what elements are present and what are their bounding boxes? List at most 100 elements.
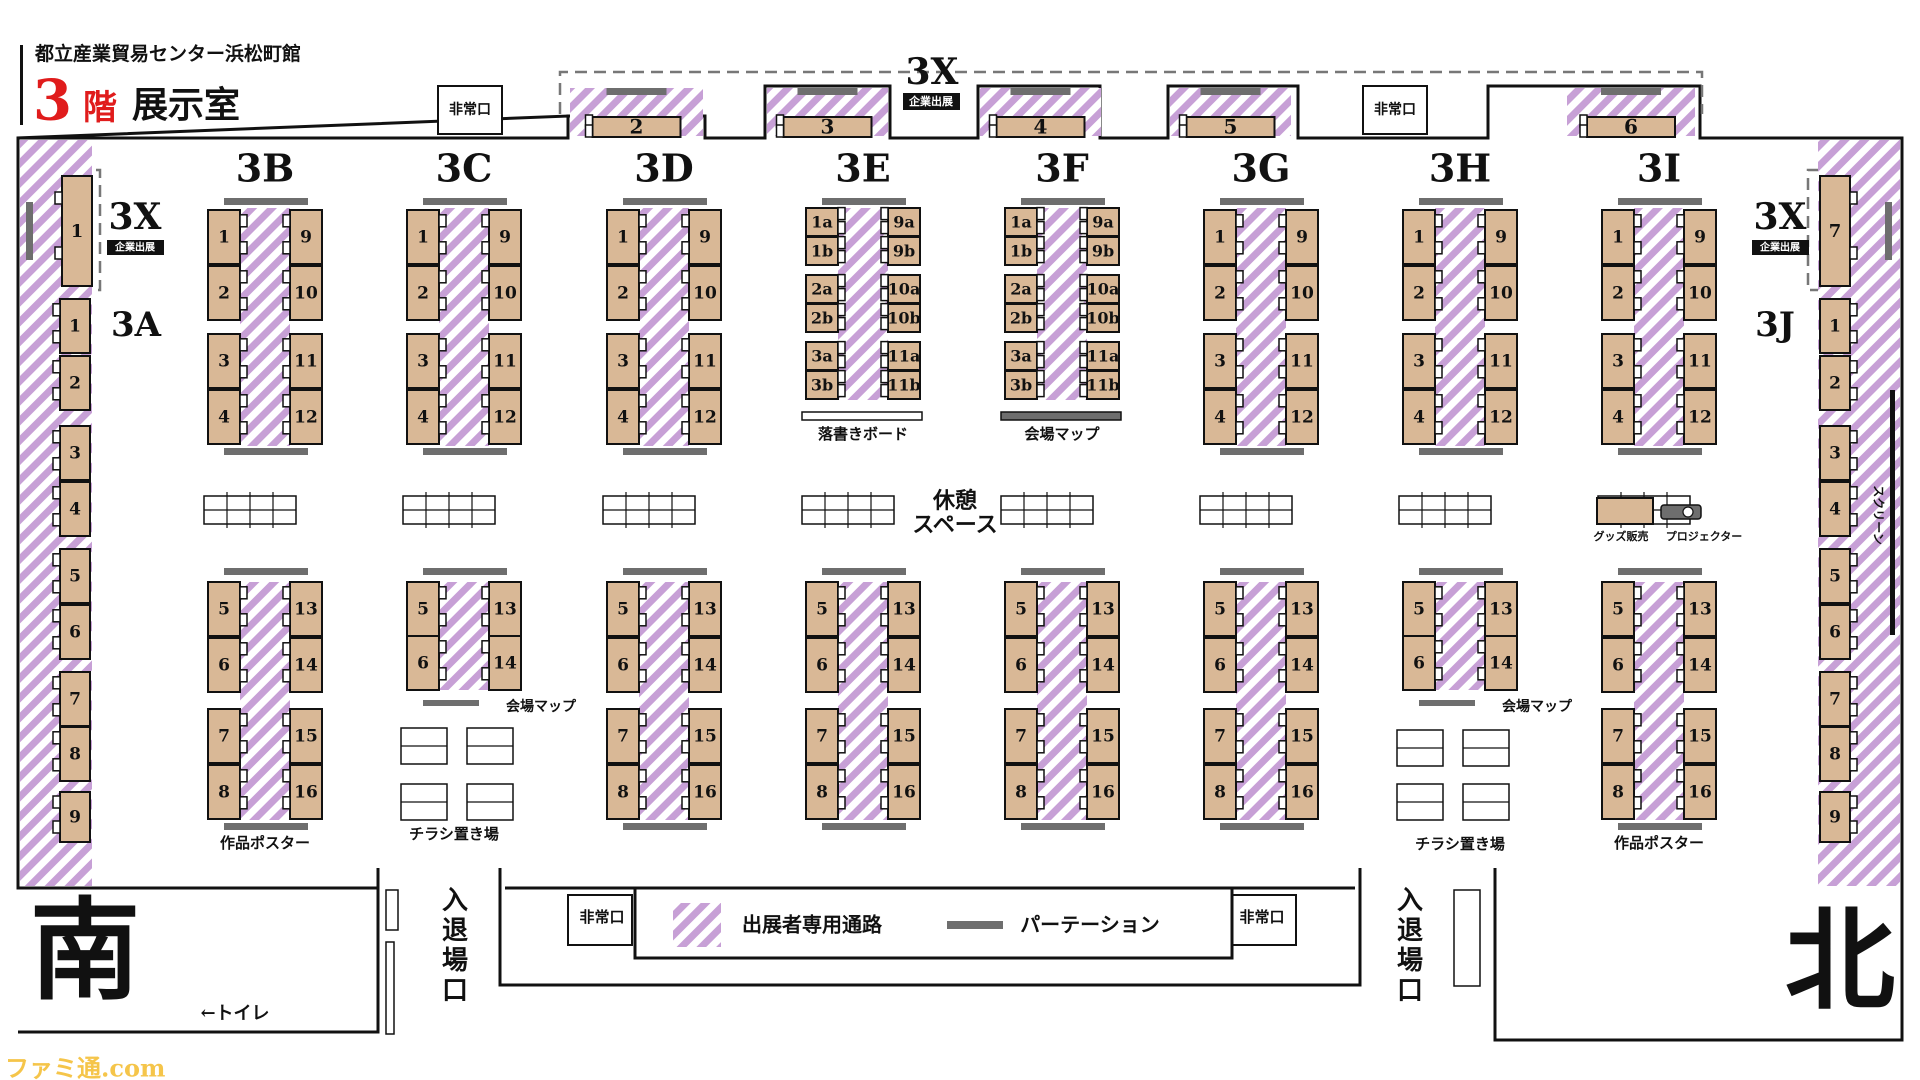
booth-10b[interactable]: 10b [887, 303, 921, 333]
booth-11[interactable]: 11 [1484, 333, 1518, 389]
booth-9b[interactable]: 9b [1086, 236, 1120, 266]
booth-6[interactable]: 6 [1203, 637, 1237, 693]
booth-1[interactable]: 1 [1601, 209, 1635, 265]
booth-5[interactable]: 5 [406, 581, 440, 637]
booth-4[interactable]: 4 [1203, 389, 1237, 445]
booth-12[interactable]: 12 [488, 389, 522, 445]
booth-1a[interactable]: 1a [1004, 207, 1038, 237]
booth-4[interactable]: 4 [59, 481, 91, 537]
booth-5[interactable]: 5 [1203, 581, 1237, 637]
booth-6[interactable]: 6 [1586, 115, 1676, 139]
booth-1[interactable]: 1 [606, 209, 640, 265]
booth-3[interactable]: 3 [406, 333, 440, 389]
goods-table[interactable] [1596, 497, 1654, 525]
booth-10[interactable]: 10 [488, 265, 522, 321]
booth-2a[interactable]: 2a [805, 274, 839, 304]
booth-1b[interactable]: 1b [805, 236, 839, 266]
booth-2[interactable]: 2 [1203, 265, 1237, 321]
booth-6[interactable]: 6 [406, 635, 440, 691]
booth-10[interactable]: 10 [1683, 265, 1717, 321]
booth-10[interactable]: 10 [1285, 265, 1319, 321]
booth-2b[interactable]: 2b [1004, 303, 1038, 333]
booth-7[interactable]: 7 [606, 708, 640, 764]
booth-9[interactable]: 9 [1819, 791, 1851, 843]
booth-15[interactable]: 15 [887, 708, 921, 764]
booth-5[interactable]: 5 [606, 581, 640, 637]
booth-11[interactable]: 11 [1285, 333, 1319, 389]
booth-5[interactable]: 5 [59, 548, 91, 604]
booth-13[interactable]: 13 [1285, 581, 1319, 637]
booth-6[interactable]: 6 [207, 637, 241, 693]
booth-8[interactable]: 8 [59, 726, 91, 782]
booth-16[interactable]: 16 [1086, 764, 1120, 820]
booth-2b[interactable]: 2b [805, 303, 839, 333]
booth-7[interactable]: 7 [207, 708, 241, 764]
booth-1[interactable]: 1 [1819, 298, 1851, 354]
booth-8[interactable]: 8 [1004, 764, 1038, 820]
booth-10[interactable]: 10 [289, 265, 323, 321]
booth-16[interactable]: 16 [887, 764, 921, 820]
booth-3a[interactable]: 3a [1004, 341, 1038, 371]
booth-9[interactable]: 9 [488, 209, 522, 265]
booth-15[interactable]: 15 [1086, 708, 1120, 764]
booth-7[interactable]: 7 [1004, 708, 1038, 764]
booth-14[interactable]: 14 [1683, 637, 1717, 693]
booth-13[interactable]: 13 [688, 581, 722, 637]
booth-6[interactable]: 6 [1819, 604, 1851, 660]
booth-15[interactable]: 15 [1683, 708, 1717, 764]
booth-2[interactable]: 2 [591, 115, 682, 139]
booth-3[interactable]: 3 [1819, 425, 1851, 481]
booth-14[interactable]: 14 [289, 637, 323, 693]
booth-13[interactable]: 13 [1484, 581, 1518, 637]
booth-13[interactable]: 13 [1683, 581, 1717, 637]
booth-11a[interactable]: 11a [1086, 341, 1120, 371]
booth-11b[interactable]: 11b [1086, 370, 1120, 400]
booth-12[interactable]: 12 [1285, 389, 1319, 445]
booth-15[interactable]: 15 [1285, 708, 1319, 764]
booth-2[interactable]: 2 [59, 355, 91, 411]
booth-12[interactable]: 12 [1683, 389, 1717, 445]
booth-13[interactable]: 13 [289, 581, 323, 637]
booth-6[interactable]: 6 [606, 637, 640, 693]
booth-14[interactable]: 14 [1285, 637, 1319, 693]
booth-7[interactable]: 7 [59, 671, 91, 727]
booth-2[interactable]: 2 [1601, 265, 1635, 321]
booth-2[interactable]: 2 [606, 265, 640, 321]
booth-9[interactable]: 9 [59, 791, 91, 843]
booth-7[interactable]: 7 [1601, 708, 1635, 764]
booth-7[interactable]: 7 [1819, 175, 1851, 287]
booth-9[interactable]: 9 [688, 209, 722, 265]
booth-13[interactable]: 13 [1086, 581, 1120, 637]
booth-2[interactable]: 2 [1819, 355, 1851, 411]
booth-14[interactable]: 14 [1086, 637, 1120, 693]
booth-3[interactable]: 3 [207, 333, 241, 389]
booth-10a[interactable]: 10a [1086, 274, 1120, 304]
booth-3b[interactable]: 3b [1004, 370, 1038, 400]
booth-10a[interactable]: 10a [887, 274, 921, 304]
booth-16[interactable]: 16 [688, 764, 722, 820]
booth-4[interactable]: 4 [1601, 389, 1635, 445]
booth-14[interactable]: 14 [1484, 635, 1518, 691]
booth-10[interactable]: 10 [1484, 265, 1518, 321]
booth-4[interactable]: 4 [1402, 389, 1436, 445]
booth-1[interactable]: 1 [207, 209, 241, 265]
booth-16[interactable]: 16 [289, 764, 323, 820]
booth-1[interactable]: 1 [1203, 209, 1237, 265]
booth-7[interactable]: 7 [1819, 671, 1851, 727]
booth-8[interactable]: 8 [1819, 726, 1851, 782]
booth-15[interactable]: 15 [688, 708, 722, 764]
booth-8[interactable]: 8 [207, 764, 241, 820]
booth-14[interactable]: 14 [887, 637, 921, 693]
booth-1[interactable]: 1 [1402, 209, 1436, 265]
booth-14[interactable]: 14 [688, 637, 722, 693]
booth-4[interactable]: 4 [406, 389, 440, 445]
booth-2[interactable]: 2 [207, 265, 241, 321]
booth-9b[interactable]: 9b [887, 236, 921, 266]
booth-3[interactable]: 3 [1601, 333, 1635, 389]
booth-7[interactable]: 7 [805, 708, 839, 764]
booth-11[interactable]: 11 [688, 333, 722, 389]
booth-5[interactable]: 5 [207, 581, 241, 637]
booth-13[interactable]: 13 [488, 581, 522, 637]
booth-6[interactable]: 6 [805, 637, 839, 693]
booth-1b[interactable]: 1b [1004, 236, 1038, 266]
